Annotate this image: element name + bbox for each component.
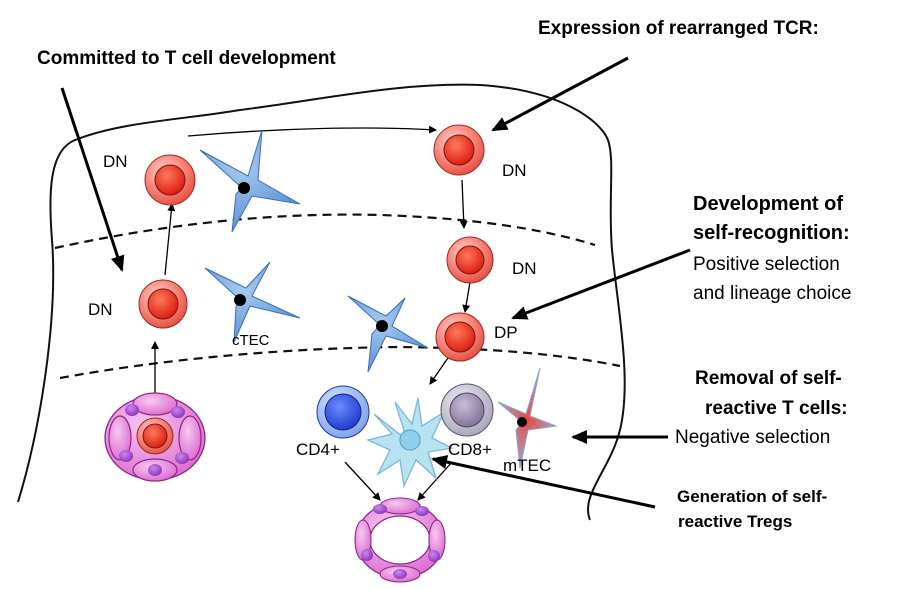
label-development-title-2: self-recognition: — [693, 222, 850, 244]
arrow-dn-to-dp — [462, 281, 471, 313]
arrow-committed — [60, 87, 125, 272]
arrow-dn-to-dn-right — [459, 179, 468, 229]
arrow-cd4-to-treg — [344, 461, 381, 501]
label-positive-selection-1: Positive selection — [693, 254, 840, 275]
label-dp: DP — [494, 323, 518, 342]
thymocyte-cd4 — [316, 385, 370, 439]
thymocyte-dp — [435, 312, 485, 362]
boundary-dashed-lower — [59, 345, 621, 380]
thymocyte-dn-top-right — [433, 124, 485, 176]
tec-star-ctec — [204, 261, 301, 343]
thymocyte-dn-mid-left — [138, 279, 188, 329]
label-negative-selection: Negative selection — [675, 427, 831, 448]
label-cd8: CD8+ — [448, 440, 492, 459]
tec-star-top-left — [199, 129, 301, 233]
label-dn-mid-left: DN — [88, 300, 113, 319]
arrow-dn-to-cortex-dn — [187, 125, 437, 137]
label-dn-mid-right: DN — [512, 259, 537, 278]
arrow-self-recognition — [511, 248, 691, 320]
label-ctec: cTEC — [232, 332, 270, 349]
arrow-tregs — [431, 455, 656, 509]
mtec-star — [497, 367, 558, 469]
arrow-cd8-to-treg — [417, 461, 453, 501]
thymocyte-cd8 — [440, 383, 494, 437]
label-positive-selection-2: and lineage choice — [693, 283, 852, 304]
label-tregs-2: reactive Tregs — [678, 512, 793, 531]
thymocyte-dn-top-left — [144, 154, 196, 206]
label-mtec: mTEC — [503, 456, 552, 475]
label-development-title-1: Development of — [693, 193, 844, 215]
boundary-dashed-upper — [54, 213, 596, 250]
thymocyte-dn-mid-right — [446, 236, 494, 284]
arrow-expression — [491, 56, 629, 132]
treg-epithelial-ring — [354, 497, 446, 583]
label-dn-top-right: DN — [502, 161, 527, 180]
arrow-dn-to-dn — [164, 203, 176, 276]
tec-star-middle — [347, 295, 429, 373]
label-removal-2: reactive T cells: — [705, 398, 848, 419]
label-tregs-1: Generation of self- — [677, 487, 828, 506]
thymus-outline — [17, 83, 626, 521]
label-cd4: CD4+ — [296, 440, 340, 459]
dendritic-cell — [366, 397, 455, 489]
label-expression: Expression of rearranged TCR: — [538, 18, 819, 39]
label-committed: Committed to T cell development — [37, 48, 336, 69]
arrow-dp-to-cd — [429, 354, 451, 385]
label-removal-1: Removal of self- — [695, 368, 842, 389]
label-dn-top-left: DN — [103, 152, 128, 171]
nurse-cell-complex — [104, 392, 206, 482]
